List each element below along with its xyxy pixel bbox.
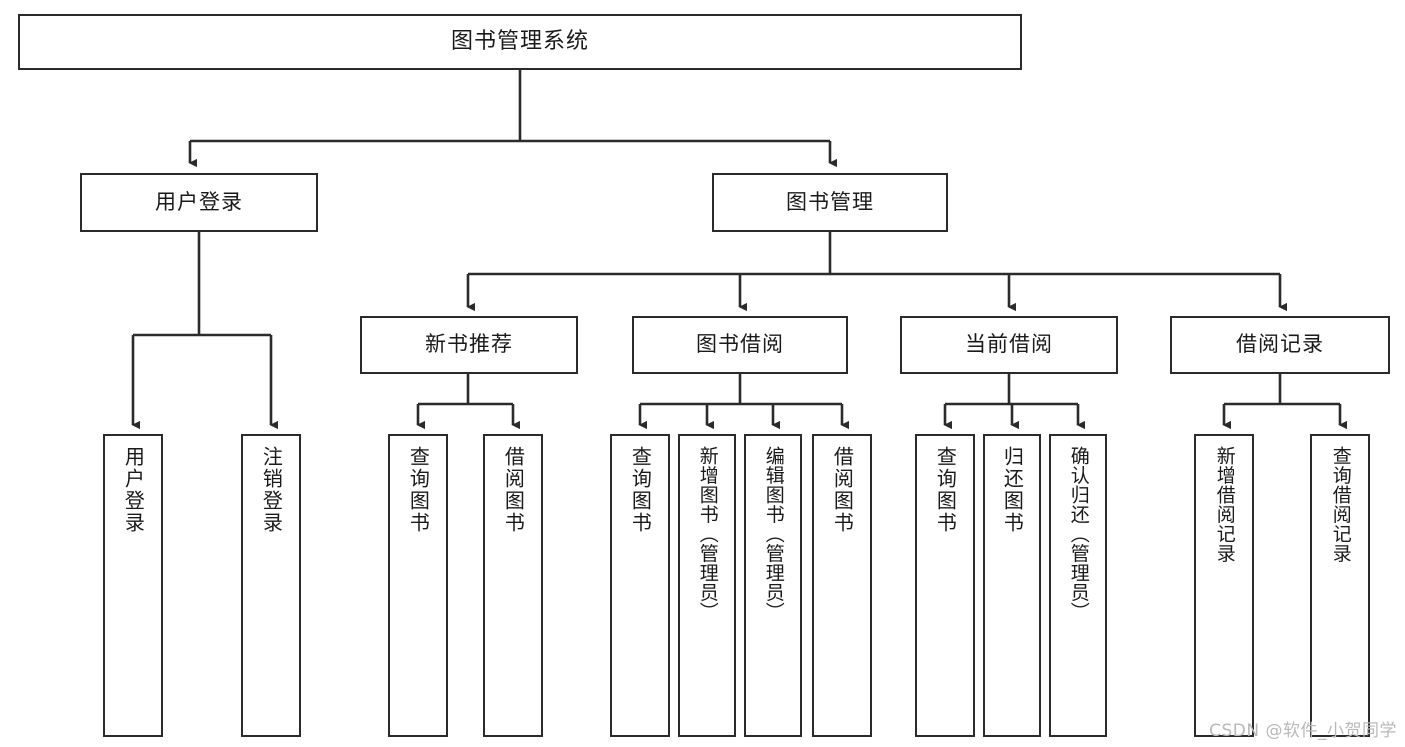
node-borrow-record[interactable]: 借阅记录 (1170, 316, 1390, 374)
node-leaf-add-book-admin[interactable]: 新增图书（管理员） (678, 434, 736, 737)
node-label: 借阅图书 (830, 446, 855, 534)
node-label: 用户登录 (121, 446, 146, 534)
node-label: 借阅图书 (501, 446, 526, 534)
node-label: 确认归还（管理员） (1067, 446, 1090, 622)
node-label: 注销登录 (259, 446, 284, 534)
node-leaf-query-book-current[interactable]: 查询图书 (915, 434, 975, 737)
node-leaf-borrow-book-recommend[interactable]: 借阅图书 (483, 434, 543, 737)
node-user-login[interactable]: 用户登录 (80, 173, 318, 232)
node-label: 新增借阅记录 (1213, 446, 1236, 563)
node-label: 查询借阅记录 (1329, 446, 1352, 563)
node-leaf-add-borrow-record[interactable]: 新增借阅记录 (1194, 434, 1254, 737)
node-label: 图书管理 (786, 189, 874, 214)
node-leaf-user-login[interactable]: 用户登录 (103, 434, 163, 737)
node-label: 查询图书 (406, 446, 431, 534)
watermark: CSDN @软件_小贺同学 (1209, 721, 1397, 741)
node-leaf-edit-book-admin[interactable]: 编辑图书（管理员） (744, 434, 802, 737)
node-book-management-system[interactable]: 图书管理系统 (18, 14, 1022, 70)
node-label: 图书管理系统 (450, 28, 589, 54)
node-label: 新书推荐 (425, 332, 513, 357)
node-leaf-confirm-return-admin[interactable]: 确认归还（管理员） (1049, 434, 1107, 737)
node-leaf-query-book-recommend[interactable]: 查询图书 (388, 434, 448, 737)
node-leaf-query-borrow-record[interactable]: 查询借阅记录 (1310, 434, 1370, 737)
node-label: 编辑图书（管理员） (762, 446, 785, 622)
node-new-book-recommend[interactable]: 新书推荐 (360, 316, 578, 374)
node-label: 借阅记录 (1236, 332, 1324, 357)
node-book-borrow[interactable]: 图书借阅 (632, 316, 848, 374)
node-label: 图书借阅 (696, 332, 784, 357)
node-label: 当前借阅 (965, 332, 1053, 357)
node-leaf-logout[interactable]: 注销登录 (241, 434, 301, 737)
node-leaf-query-book-borrow[interactable]: 查询图书 (610, 434, 670, 737)
node-leaf-return-book[interactable]: 归还图书 (983, 434, 1041, 737)
node-leaf-borrow-book[interactable]: 借阅图书 (812, 434, 872, 737)
node-book-management[interactable]: 图书管理 (712, 173, 948, 232)
node-label: 新增图书（管理员） (696, 446, 719, 622)
node-label: 用户登录 (155, 189, 243, 214)
node-current-borrow[interactable]: 当前借阅 (900, 316, 1118, 374)
node-label: 查询图书 (933, 446, 958, 534)
node-label: 查询图书 (628, 446, 653, 534)
node-label: 归还图书 (1000, 446, 1025, 534)
